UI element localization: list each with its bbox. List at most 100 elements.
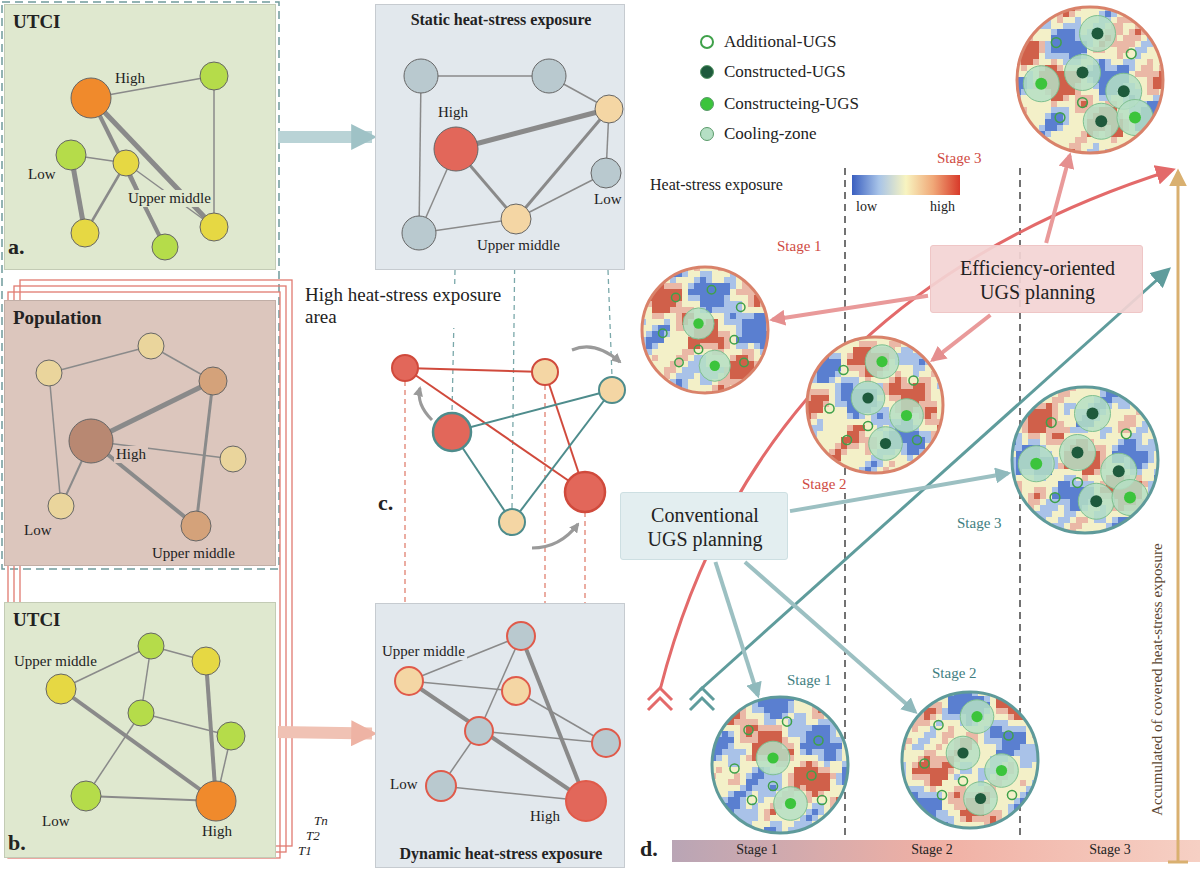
connector-arrow [1046, 155, 1070, 243]
map-cell [652, 349, 658, 355]
map-cell [925, 407, 931, 413]
map-cell [1027, 11, 1033, 17]
map-cell [742, 289, 748, 295]
map-cell [724, 343, 730, 349]
map-cell [805, 473, 811, 475]
map-cell [1039, 5, 1045, 11]
map-cell [1159, 41, 1165, 47]
map-cell [925, 461, 931, 467]
map-cell [652, 391, 658, 395]
map-cell [718, 295, 724, 301]
map-cell [718, 289, 724, 295]
map-cell [766, 265, 770, 271]
map-cell [1015, 29, 1021, 35]
map-cell [1153, 143, 1159, 149]
map-cell [658, 319, 664, 325]
map-cell [706, 271, 712, 277]
map-cell [817, 425, 823, 431]
map-cell [811, 419, 817, 425]
map-cell [742, 325, 748, 331]
map-cell [760, 325, 766, 331]
map-cell [710, 701, 716, 707]
map-cell [766, 391, 770, 395]
map-cell [1069, 47, 1075, 53]
map-cell [658, 301, 664, 307]
map-cell [1033, 5, 1039, 11]
map-cell [742, 391, 748, 395]
map-cell [841, 377, 847, 383]
map-cell [811, 401, 817, 407]
map-cell [841, 419, 847, 425]
map-cell [1153, 137, 1159, 143]
map-cell [829, 419, 835, 425]
map-cell [937, 455, 943, 461]
map-cell [700, 289, 706, 295]
map-cell [1069, 11, 1075, 17]
map-cell [1051, 149, 1057, 155]
map-cell [943, 371, 945, 377]
map-cell [710, 809, 716, 815]
map-cell [1147, 5, 1153, 11]
map-cell [1153, 149, 1159, 155]
map-cell [835, 467, 841, 473]
map-cell [1057, 131, 1063, 137]
map-cell [1159, 47, 1165, 53]
map-cell [734, 743, 740, 749]
map-cell [722, 779, 728, 785]
map-cell [811, 395, 817, 401]
ugs-dot [1129, 112, 1141, 124]
map-cell [841, 353, 847, 359]
map-cell [1075, 47, 1081, 53]
map-cell [734, 725, 740, 731]
map-cell [1153, 17, 1159, 23]
map-cell [853, 347, 859, 353]
map-cell [700, 283, 706, 289]
map-cell [853, 365, 859, 371]
map-cell [829, 467, 835, 473]
map-cell [748, 349, 754, 355]
map-cell [1141, 59, 1147, 65]
map-cell [694, 385, 700, 391]
map-cell [670, 319, 676, 325]
map-cell [1123, 65, 1129, 71]
map-cell [1159, 35, 1165, 41]
network-link [91, 98, 214, 227]
map-cell [712, 295, 718, 301]
map-cell [1117, 5, 1123, 11]
map-cell [760, 277, 766, 283]
map-cell [736, 283, 742, 289]
network-graph [5, 5, 277, 271]
network-node [591, 158, 621, 188]
map-cell [1015, 11, 1021, 17]
shift-arrow [532, 524, 578, 548]
additional-ugs [737, 303, 745, 311]
network-link [49, 346, 151, 373]
map-cell [640, 361, 646, 367]
additional-ugs [675, 358, 683, 366]
network-panel: Static heat-stress exposure [375, 4, 625, 270]
map-cell [1027, 59, 1033, 65]
ugs-dot [693, 318, 703, 328]
map-cell [664, 313, 670, 319]
map-cell [1021, 17, 1027, 23]
map-cell [736, 391, 742, 395]
stage-bar [672, 840, 1200, 862]
map-cell [1045, 101, 1051, 107]
map-cell [817, 467, 823, 473]
map-cell [728, 743, 734, 749]
map-cell [1021, 125, 1027, 131]
cooling-zone [683, 308, 714, 339]
map-cell [1069, 125, 1075, 131]
map-cell [943, 449, 945, 455]
map-cell [1057, 65, 1063, 71]
map-cell [847, 425, 853, 431]
map-cell [742, 271, 748, 277]
map-cell [706, 277, 712, 283]
map-cell [859, 437, 865, 443]
map-cell [722, 737, 728, 743]
exposure-map [640, 265, 770, 395]
map-cell [931, 461, 937, 467]
map-cell [710, 731, 716, 737]
stage-map: Stage 1 [710, 695, 850, 835]
map-cell [1063, 47, 1069, 53]
